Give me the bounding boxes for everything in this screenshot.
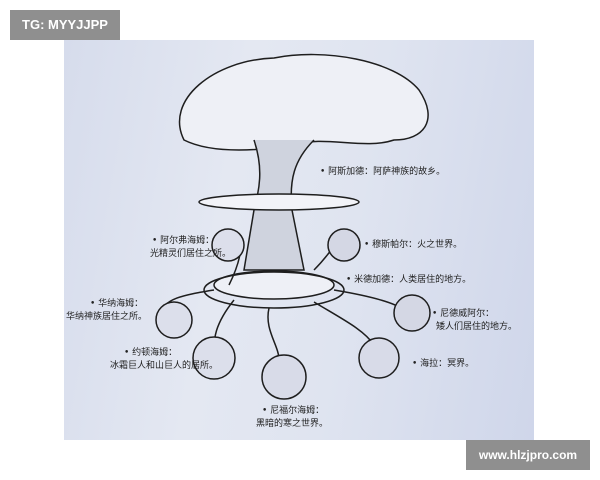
label-nidavellir: • 尼德威阿尔： xyxy=(432,309,495,319)
label-midgard: • 米德加德：人类居住的地方。 xyxy=(346,275,472,285)
label-nidavellir-desc: 矮人们居住的地方。 xyxy=(436,322,518,332)
tree-canopy xyxy=(178,53,429,151)
label-hel: • 海拉：冥界。 xyxy=(412,359,475,369)
niflheim-sphere xyxy=(261,354,307,400)
muspelheim-sphere xyxy=(327,228,361,262)
label-jotunheim: • 约顿海姆： xyxy=(124,348,178,358)
watermark-top-left: TG: MYYJJPP xyxy=(10,10,120,40)
label-alfheim-desc: 光精灵们居住之所。 xyxy=(150,249,232,259)
nidavellir-sphere xyxy=(393,294,431,332)
asgard-platform xyxy=(198,193,360,211)
hel-sphere xyxy=(358,337,400,379)
label-asgard: • 阿斯加德：阿萨神族的故乡。 xyxy=(320,167,446,177)
yggdrasil-drawing: • 阿斯加德：阿萨神族的故乡。 • 穆斯帕尔：火之世界。 • 米德加德：人类居住… xyxy=(64,40,534,440)
midgard-disk xyxy=(213,270,335,300)
alfheim-sphere xyxy=(211,228,245,262)
label-muspelheim: • 穆斯帕尔：火之世界。 xyxy=(364,240,463,250)
label-niflheim-desc: 黑暗的寒之世界。 xyxy=(256,419,329,429)
world-tree-illustration xyxy=(155,53,431,400)
vanaheim-sphere xyxy=(155,301,193,339)
label-vanaheim: • 华纳海姆： xyxy=(90,299,144,309)
label-niflheim: • 尼福尔海姆： xyxy=(262,406,325,416)
watermark-bottom-right: www.hlzjpro.com xyxy=(466,440,590,470)
jotunheim-sphere xyxy=(192,336,236,380)
label-jotunheim-desc: 冰霜巨人和山巨人的居所。 xyxy=(110,361,219,371)
label-alfheim: • 阿尔弗海姆： xyxy=(152,236,215,246)
label-vanaheim-desc: 华纳神族居住之所。 xyxy=(66,312,148,322)
